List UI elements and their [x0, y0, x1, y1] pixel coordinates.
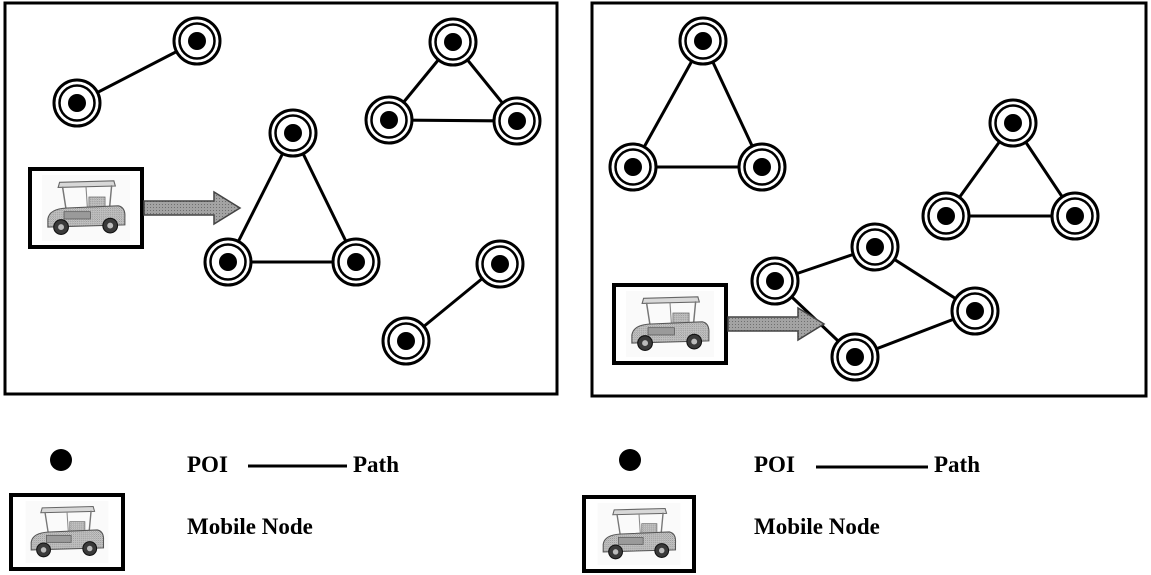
- mobile-node: [612, 283, 826, 365]
- poi-dot-icon: [619, 449, 641, 471]
- poi-dot-icon: [50, 449, 72, 471]
- legend-mobile-label: Mobile Node: [754, 514, 880, 539]
- poi-node: [988, 98, 1038, 148]
- poi-node: [203, 237, 253, 287]
- poi-node: [268, 108, 318, 158]
- poi-node: [850, 222, 900, 272]
- golf-cart-icon: [582, 495, 696, 573]
- poi-node: [737, 142, 787, 192]
- golf-cart-icon: [9, 493, 125, 571]
- poi-node: [475, 239, 525, 289]
- poi-node: [1050, 191, 1100, 241]
- poi-node: [678, 16, 728, 66]
- legend-path-label: Path: [353, 452, 399, 477]
- poi-node: [830, 332, 880, 382]
- poi-node: [52, 78, 102, 128]
- mobile-node: [28, 167, 242, 249]
- network-right: [608, 16, 1100, 382]
- scenario-panel-left: [3, 1, 559, 396]
- poi-node: [750, 256, 800, 306]
- poi-node: [381, 316, 431, 366]
- arrow-right-icon: [727, 306, 826, 342]
- poi-node: [950, 286, 1000, 336]
- arrow-right-icon: [143, 190, 242, 226]
- poi-node: [492, 96, 542, 146]
- network-left: [28, 16, 542, 366]
- scenario-panel-right: [590, 1, 1148, 398]
- poi-node: [428, 17, 478, 67]
- poi-node: [921, 191, 971, 241]
- poi-node: [331, 237, 381, 287]
- poi-node: [364, 95, 414, 145]
- legend-right: POI Path Mobile Node: [582, 449, 980, 573]
- poi-node: [172, 16, 222, 66]
- legend-left: POI Path Mobile Node: [9, 449, 399, 571]
- legend-path-label: Path: [934, 452, 980, 477]
- legend-mobile-label: Mobile Node: [187, 514, 313, 539]
- legend-poi-label: POI: [754, 452, 795, 477]
- legend-poi-label: POI: [187, 452, 228, 477]
- poi-node: [608, 142, 658, 192]
